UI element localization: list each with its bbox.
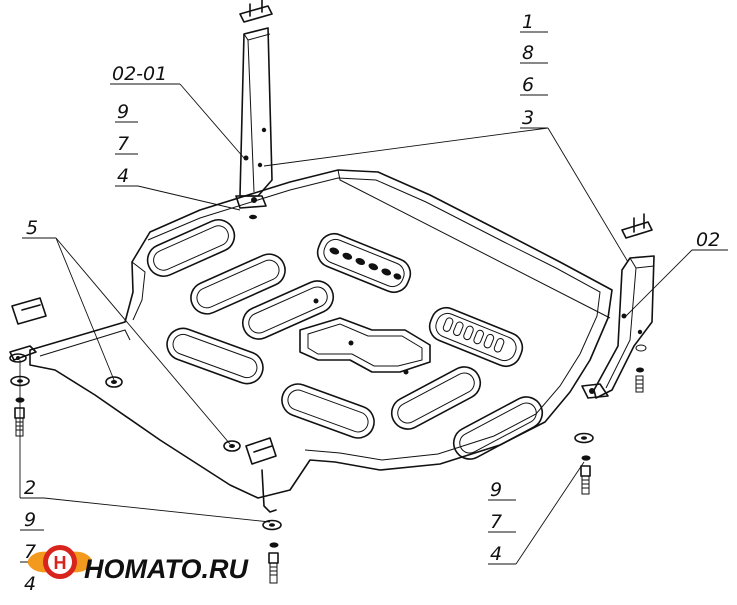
- callout-8: 8: [522, 42, 534, 64]
- callout-5: 5: [26, 217, 38, 239]
- callout-02-01: 02-01: [112, 63, 167, 85]
- plate-fastener-a: [105, 376, 123, 388]
- callout-2: 2: [24, 477, 36, 499]
- svg-text:H: H: [54, 553, 67, 573]
- bracket-02-01: [235, 27, 273, 209]
- logo-text: HOMATO.RU: [84, 554, 249, 584]
- callout-4-left: 4: [117, 165, 129, 187]
- callout-7-right: 7: [490, 511, 502, 533]
- callout-9-left: 9: [117, 101, 129, 123]
- fastener-bottom-right: [574, 432, 594, 495]
- bolt-left-bracket: [249, 214, 257, 220]
- clip-top-left: [239, 0, 273, 23]
- callout-4-bottom: 4: [24, 573, 36, 595]
- skid-plate-outline: [29, 169, 613, 499]
- callout-4-right: 4: [490, 543, 502, 565]
- vent-grille-right: [428, 306, 524, 368]
- clip-top-right: [621, 213, 653, 239]
- fastener-bottom-center: [245, 437, 282, 584]
- stamped-reliefs: [146, 218, 544, 460]
- logo-emblem-icon: H: [28, 545, 92, 579]
- logo: H HOMATO.RU: [28, 545, 249, 584]
- skid-plate-rear-edge: [337, 169, 611, 319]
- callout-3: 3: [522, 107, 534, 129]
- callout-6: 6: [522, 74, 534, 96]
- callout-9-bottom: 9: [24, 509, 36, 531]
- plate-fastener-b: [223, 440, 241, 452]
- fastener-right-side: [635, 344, 647, 393]
- callout-02: 02: [696, 229, 720, 251]
- callout-7-left: 7: [117, 133, 129, 155]
- callout-9-right: 9: [490, 479, 502, 501]
- vent-grille-left: [316, 232, 412, 294]
- skid-plate-flange: [147, 177, 601, 461]
- leader-lines: [19, 31, 728, 565]
- callout-1: 1: [522, 11, 534, 33]
